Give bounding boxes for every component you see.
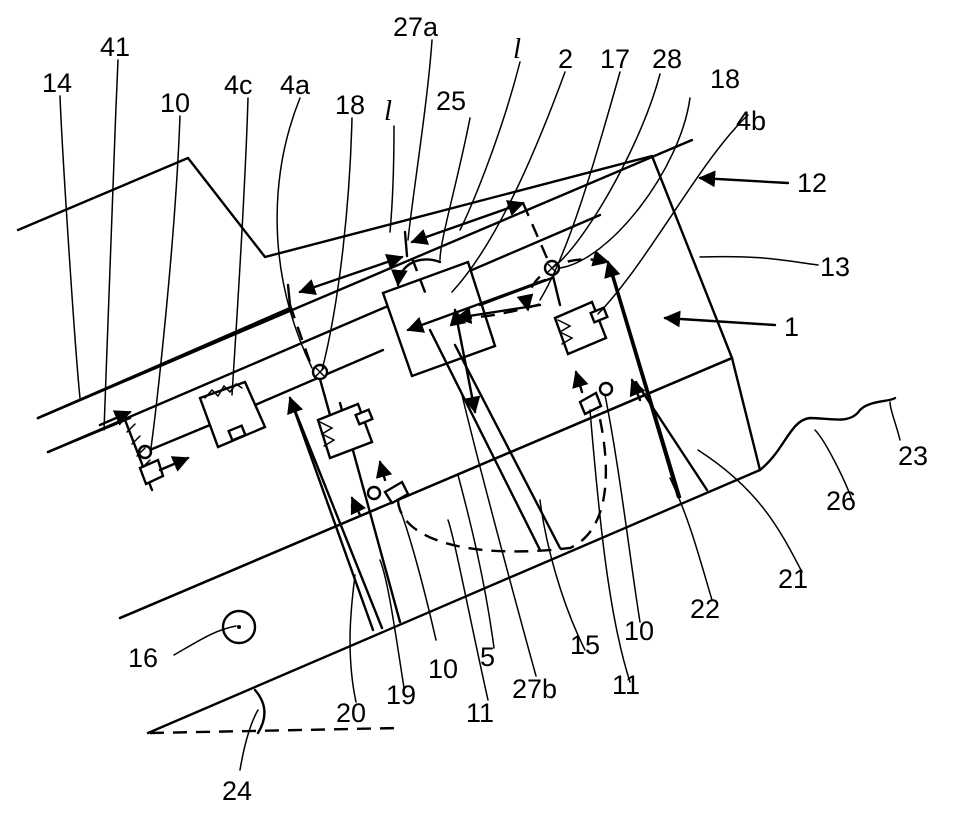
label-11-b: 11 xyxy=(466,698,494,728)
arrow-up-post22 xyxy=(629,378,646,402)
label-19: 19 xyxy=(386,680,416,710)
dim-tick-left xyxy=(286,283,292,307)
label-28: 28 xyxy=(652,44,682,74)
block-10-left xyxy=(138,458,165,486)
leader-lines xyxy=(59,39,901,771)
label-11: 11 xyxy=(612,670,640,700)
label-1: 1 xyxy=(784,312,799,342)
dash-27a xyxy=(410,257,430,301)
label-10-b: 10 xyxy=(624,616,654,646)
roller-10-right xyxy=(598,381,614,397)
upper-arm-top xyxy=(36,306,292,420)
label-17: 17 xyxy=(600,44,630,74)
arrow-up-right xyxy=(572,370,589,394)
label-16: 16 xyxy=(128,643,158,673)
post-20 xyxy=(288,396,384,630)
label-24: 24 xyxy=(222,776,252,806)
label-2: 2 xyxy=(558,44,573,74)
arrow-up-post20 xyxy=(350,496,367,517)
pivot-18-left xyxy=(311,363,329,381)
label-4b: 4b xyxy=(736,106,766,136)
pivot-16 xyxy=(221,609,257,645)
dashed-loop-15 xyxy=(396,409,608,553)
label-10: 10 xyxy=(160,88,190,118)
arrow-12 xyxy=(698,170,790,188)
rod-18-right-down xyxy=(550,270,562,307)
angle-arc-24 xyxy=(253,688,266,735)
boom-top-edge xyxy=(118,356,734,620)
upper-arm-bottom xyxy=(46,416,132,454)
label-26: 26 xyxy=(826,486,856,516)
label-10-c: 10 xyxy=(428,654,458,684)
label-4a: 4a xyxy=(280,70,311,100)
label-23: 23 xyxy=(898,441,928,471)
dim-l-right xyxy=(410,200,525,245)
label-25: 25 xyxy=(436,86,466,116)
dash-vertical-left xyxy=(288,304,314,369)
label-27a: 27a xyxy=(393,12,439,42)
arrow-27b xyxy=(449,308,481,414)
dash-vertical-right xyxy=(521,202,552,266)
terrain-26 xyxy=(758,396,897,472)
post-15 xyxy=(453,343,562,550)
label-15: 15 xyxy=(570,630,600,660)
block-11-mid xyxy=(383,480,410,505)
block-11-right xyxy=(578,391,603,416)
roller-10-mid xyxy=(366,485,382,501)
label-20: 20 xyxy=(336,698,366,728)
post-5 xyxy=(428,328,542,552)
label-13: 13 xyxy=(820,252,850,282)
arrow-up-mid xyxy=(375,460,393,482)
label-12: 12 xyxy=(797,168,827,198)
label-41: 41 xyxy=(100,32,130,62)
lower-beam-lower-edge xyxy=(46,213,602,454)
label-21: 21 xyxy=(778,564,808,594)
boom-end xyxy=(730,356,762,472)
label-4c: 4c xyxy=(224,70,253,100)
boom-bottom-edge xyxy=(146,468,762,735)
arrow-post-20 xyxy=(287,396,375,632)
arrow-right-left xyxy=(158,456,190,472)
label-27b: 27b xyxy=(512,674,557,704)
post-21 xyxy=(634,380,709,492)
arrow-post-22 xyxy=(604,260,680,499)
label-18: 18 xyxy=(335,90,365,120)
dim-l-left xyxy=(298,253,404,296)
label-14: 14 xyxy=(42,68,72,98)
arrow-1 xyxy=(663,310,777,328)
dim-tick-27a xyxy=(403,230,409,258)
ground-dashed-24 xyxy=(149,726,401,735)
label-l: l xyxy=(384,95,392,127)
actuator-4c xyxy=(198,380,267,449)
rod-left xyxy=(143,423,212,454)
label-l-2: l xyxy=(513,33,521,65)
label-5: 5 xyxy=(480,642,495,672)
label-22: 22 xyxy=(690,594,720,624)
arc-arrow-25 xyxy=(390,258,442,287)
label-18-b: 18 xyxy=(710,64,740,94)
